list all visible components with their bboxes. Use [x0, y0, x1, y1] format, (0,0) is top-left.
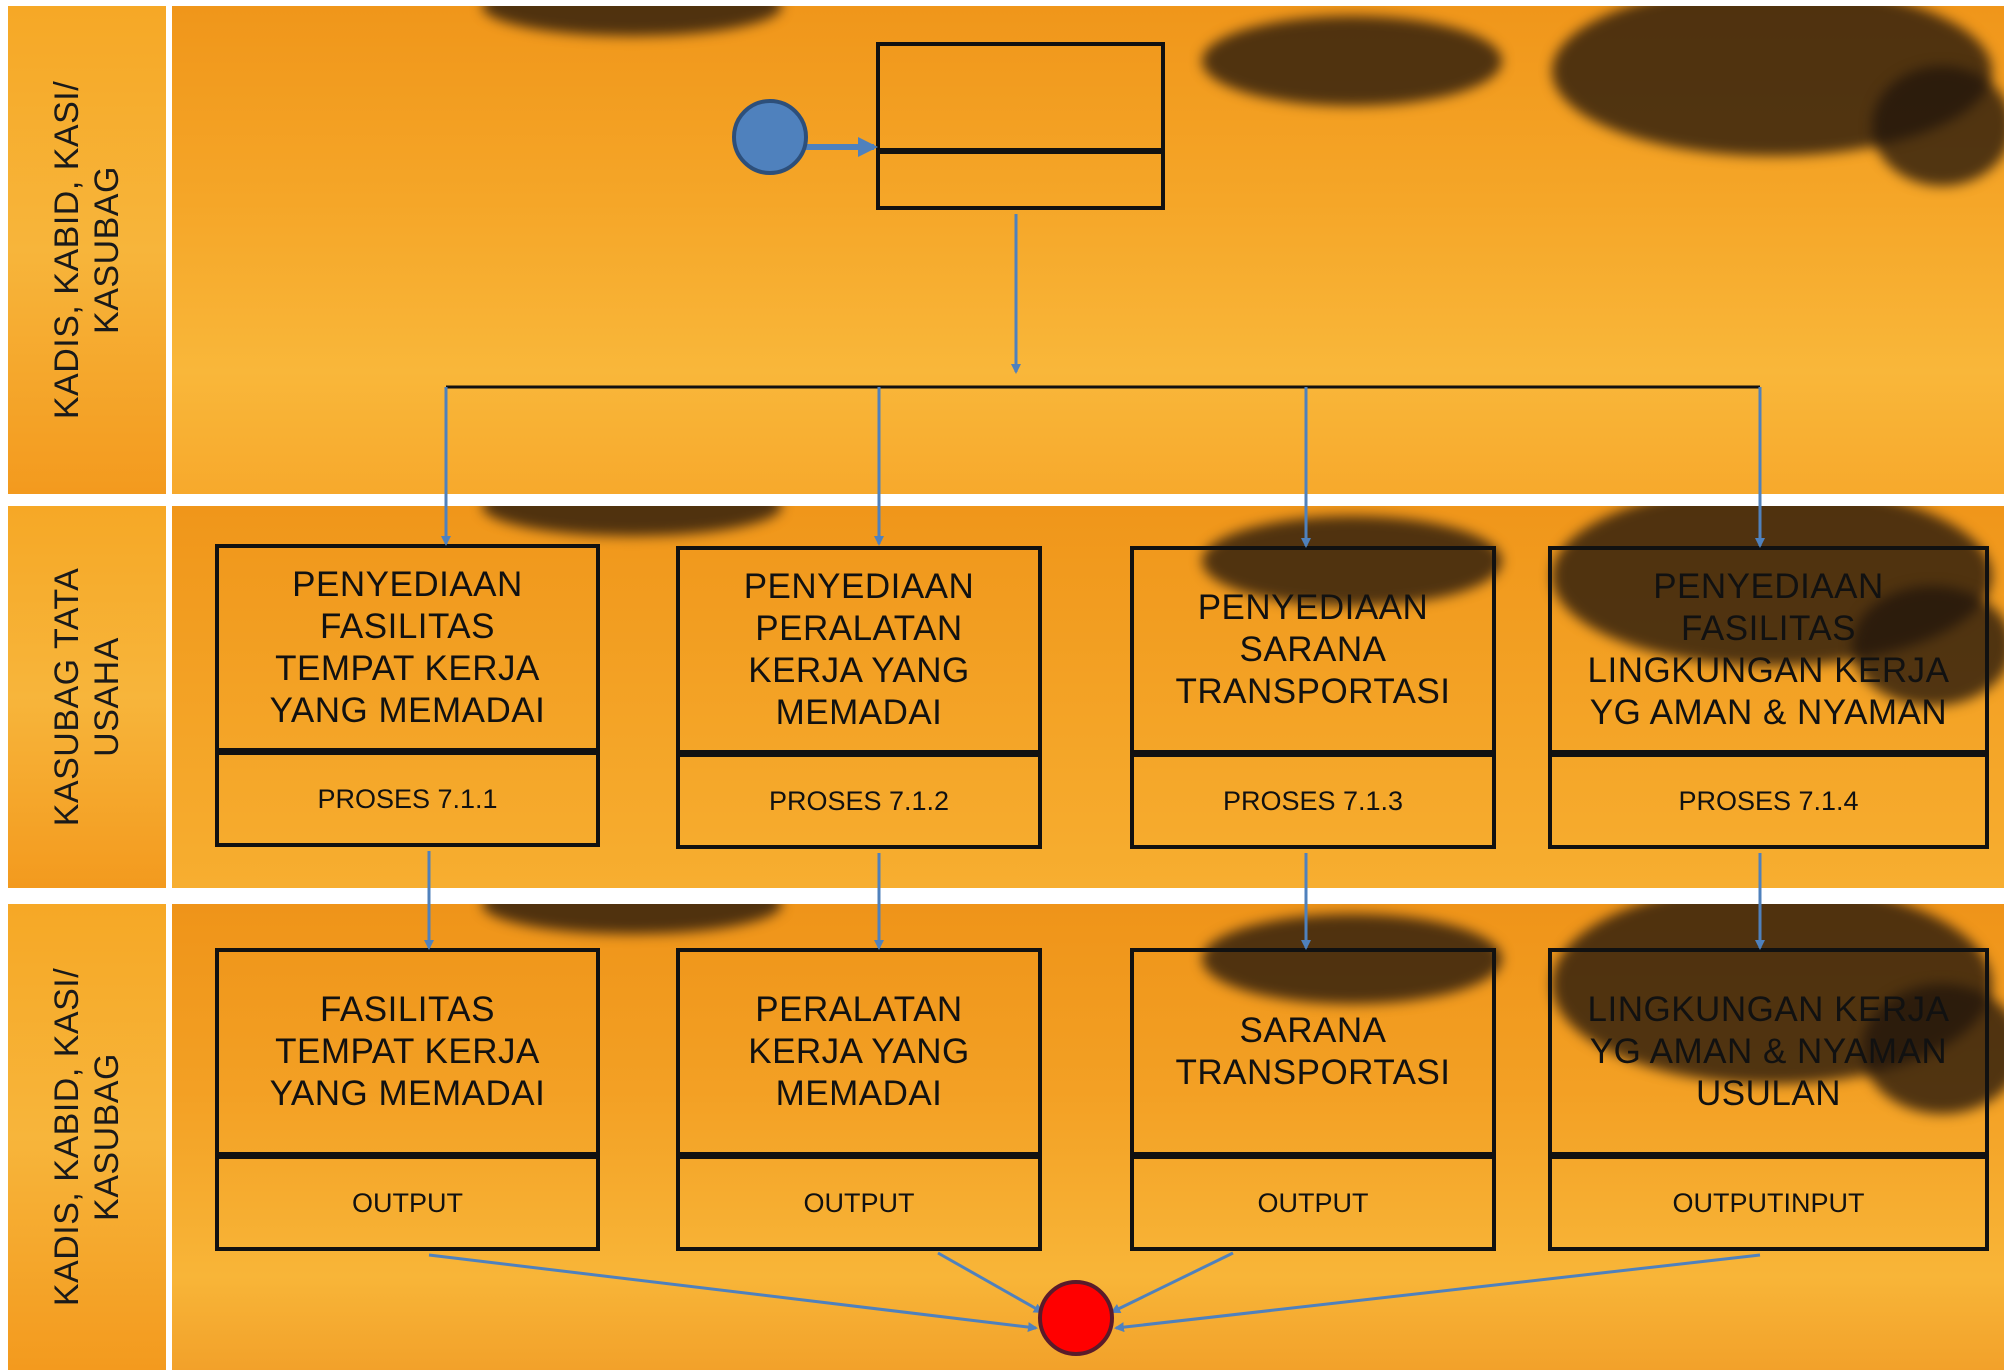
- output-title: SARANA TRANSPORTASI: [1175, 1011, 1451, 1092]
- lane-label-1: KADIS, KABID, KASI/ KASUBAG: [8, 6, 166, 494]
- start-node: [732, 99, 808, 175]
- output-end-arrow-1: [428, 1253, 1038, 1333]
- output-label: OUTPUTINPUT: [1672, 1187, 1865, 1218]
- swimlane-2: [172, 506, 2004, 888]
- output-box-2: PERALATAN KERJA YANG MEMADAI OUTPUT: [676, 948, 1042, 1251]
- cloud-shape: [1852, 586, 2004, 706]
- start-activity-box: [876, 42, 1165, 210]
- output-label: OUTPUT: [803, 1187, 915, 1218]
- swimlane-1: [172, 6, 2004, 494]
- output-end-arrow-4: [1114, 1253, 1761, 1333]
- process-box-7-1-4: PENYEDIAAN FASILITAS LINGKUNGAN KERJA YG…: [1548, 546, 1989, 849]
- cloud-shape: [1862, 984, 2004, 1114]
- process-box-7-1-3: PENYEDIAAN SARANA TRANSPORTASI PROSES 7.…: [1130, 546, 1496, 849]
- output-end-arrow-2: [937, 1251, 1044, 1314]
- cloud-shape: [1872, 66, 2004, 186]
- process-code: PROSES 7.1.1: [317, 783, 498, 814]
- process-code: PROSES 7.1.2: [768, 785, 950, 816]
- process-title: PENYEDIAAN FASILITAS TEMPAT KERJA YANG M…: [269, 565, 546, 730]
- cloud-shape: [1202, 16, 1502, 106]
- lane-label-2: KASUBAG TATA USAHA: [8, 506, 166, 888]
- output-title: PERALATAN KERJA YANG MEMADAI: [748, 990, 970, 1113]
- process-title: PENYEDIAAN PERALATAN KERJA YANG MEMADAI: [743, 567, 975, 732]
- cloud-shape: [1202, 914, 1502, 1004]
- output-label: OUTPUT: [1257, 1187, 1369, 1218]
- output-box-3: SARANA TRANSPORTASI OUTPUT: [1130, 948, 1496, 1251]
- cloud-shape: [1202, 516, 1502, 606]
- process-title: PENYEDIAAN FASILITAS LINGKUNGAN KERJA YG…: [1587, 567, 1950, 732]
- end-node: [1038, 1280, 1114, 1356]
- process-code: PROSES 7.1.4: [1678, 785, 1859, 816]
- output-title: FASILITAS TEMPAT KERJA YANG MEMADAI: [269, 990, 546, 1113]
- process-title: PENYEDIAAN SARANA TRANSPORTASI: [1175, 588, 1451, 711]
- output-box-4: LINGKUNGAN KERJA YG AMAN & NYAMAN USULAN…: [1548, 948, 1989, 1251]
- process-box-7-1-1: PENYEDIAAN FASILITAS TEMPAT KERJA YANG M…: [215, 544, 600, 847]
- output-label: OUTPUT: [352, 1187, 463, 1218]
- output-title: LINGKUNGAN KERJA YG AMAN & NYAMAN USULAN: [1587, 990, 1950, 1113]
- output-end-arrow-3: [1110, 1251, 1234, 1314]
- process-code: PROSES 7.1.3: [1222, 785, 1404, 816]
- lane-label-3: KADIS, KABID, KASI/ KASUBAG: [8, 904, 166, 1370]
- process-box-7-1-2: PENYEDIAAN PERALATAN KERJA YANG MEMADAI …: [676, 546, 1042, 849]
- output-box-1: FASILITAS TEMPAT KERJA YANG MEMADAI OUTP…: [215, 948, 600, 1251]
